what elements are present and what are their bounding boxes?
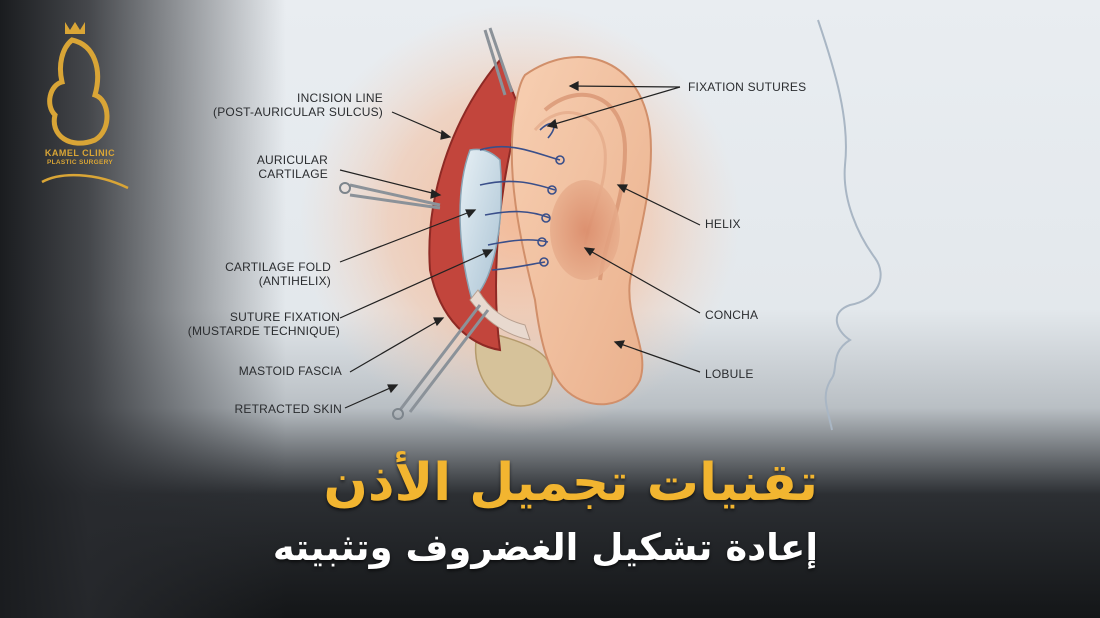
label-auricular-cartilage: AURICULAR CARTILAGE <box>257 153 328 181</box>
label-cartilage-fold-title: CARTILAGE FOLD <box>225 260 331 274</box>
label-mastoid-fascia: MASTOID FASCIA <box>238 364 342 378</box>
crown-icon <box>65 22 85 34</box>
scissor-ring-icon <box>339 182 351 194</box>
page-subtitle: إعادة تشكيل الغضروف وتثبيته <box>272 526 818 569</box>
suture-lines <box>479 122 565 271</box>
leader-lines <box>339 81 701 409</box>
label-fixation-sutures: FIXATION SUTURES <box>688 80 807 94</box>
label-suture-fixation-sub: (MUSTARDE TECHNIQUE) <box>187 324 340 338</box>
exposed-cartilage <box>459 148 502 302</box>
page-title: تقنيات تجميل الأذن <box>323 453 818 513</box>
mastoid-fascia <box>469 289 531 341</box>
logo-clinic-name: KAMEL CLINIC <box>44 148 116 158</box>
label-suture-fixation: SUTURE FIXATION (MUSTARDE TECHNIQUE) <box>188 310 340 338</box>
label-auricular-cartilage-line2: CARTILAGE <box>258 167 328 181</box>
label-retracted-skin: RETRACTED SKIN <box>234 402 342 416</box>
label-concha: CONCHA <box>705 308 759 322</box>
face-profile-outline <box>817 19 882 431</box>
label-cartilage-fold: CARTILAGE FOLD (ANTIHELIX) <box>225 260 331 288</box>
label-cartilage-fold-sub: (ANTIHELIX) <box>258 274 331 288</box>
label-auricular-cartilage-line1: AURICULAR <box>256 153 328 167</box>
scissor-ring-icon <box>392 408 404 420</box>
label-helix: HELIX <box>705 217 741 231</box>
surgical-instruments <box>349 27 514 413</box>
label-incision-line-title: INCISION LINE <box>297 91 383 105</box>
concha-bowl <box>550 180 620 280</box>
label-lobule: LOBULE <box>705 367 754 381</box>
signature-swoosh <box>41 173 129 190</box>
clinic-logo-emblem <box>41 22 129 190</box>
emblem-flourish <box>47 37 110 146</box>
label-suture-fixation-title: SUTURE FIXATION <box>229 310 340 324</box>
label-incision-line: INCISION LINE (POST-AURICULAR SULCUS) <box>213 91 383 119</box>
label-incision-line-sub: (POST-AURICULAR SULCUS) <box>213 105 383 119</box>
logo-tagline: PLASTIC SURGERY <box>46 159 113 166</box>
